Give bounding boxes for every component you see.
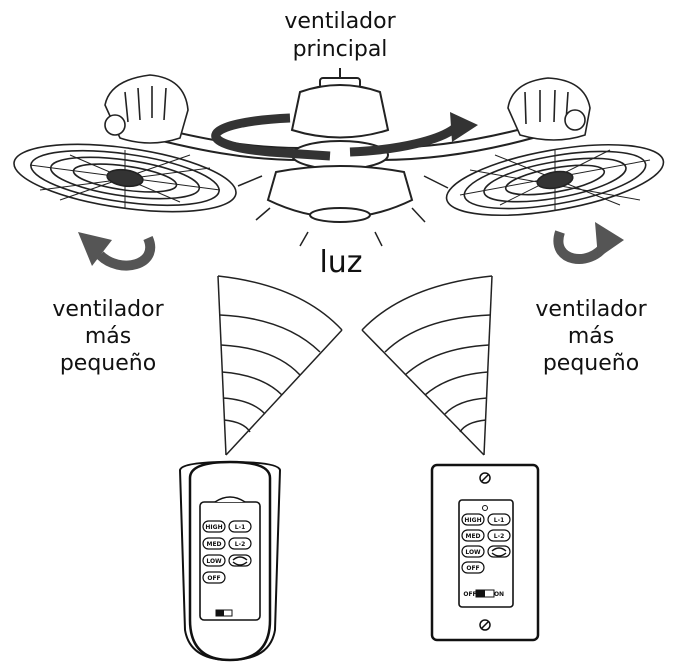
right-fan-label-line3: pequeño [543, 351, 639, 376]
switch-off-label: OFF [463, 591, 476, 598]
wall-button-reverse[interactable] [487, 545, 511, 558]
remote-button-reverse[interactable] [228, 554, 252, 567]
wall-button-l1[interactable]: L-1 [487, 513, 511, 526]
wall-button-off[interactable]: OFF [461, 561, 485, 574]
wall-button-high-label: HIGH [464, 517, 481, 524]
wall-button-med[interactable]: MED [461, 529, 485, 542]
wall-control: HIGH L-1 MED L-2 LOW OFF OFF [430, 463, 540, 642]
wall-button-high[interactable]: HIGH [461, 513, 485, 526]
right-fan-label-line1: ventilador [535, 297, 647, 322]
remote-button-off[interactable]: OFF [202, 571, 226, 584]
reverse-icon [491, 547, 507, 557]
wall-button-off-label: OFF [466, 565, 479, 572]
right-fan-label-line2: más [568, 324, 614, 349]
wall-power-switch[interactable]: OFF ON [463, 589, 504, 598]
remote-button-l1-label: L-1 [235, 524, 246, 531]
remote-button-low-label: LOW [206, 558, 222, 565]
main-rotation-arrow [211, 112, 478, 161]
left-rotation-arrow [78, 232, 156, 271]
remote-button-l2-label: L-2 [235, 541, 246, 548]
left-fan-label-line2: más [85, 324, 131, 349]
right-small-fan [445, 77, 665, 216]
remote-button-high[interactable]: HIGH [202, 520, 226, 533]
right-signal-waves [361, 275, 493, 456]
left-fan-label-line1: ventilador [52, 297, 164, 322]
main-fan [266, 68, 414, 223]
left-signal-waves [217, 275, 343, 456]
remote-button-l2[interactable]: L-2 [228, 537, 252, 550]
wall-button-l2[interactable]: L-2 [487, 529, 511, 542]
left-small-fan [13, 74, 237, 213]
left-fan-label-line3: pequeño [60, 351, 156, 376]
wall-button-med-label: MED [465, 533, 480, 540]
reverse-icon [232, 556, 248, 566]
wall-button-l2-label: L-2 [494, 533, 505, 540]
remote-button-high-label: HIGH [205, 524, 222, 531]
switch-on-label: ON [494, 591, 504, 598]
main-fan-label-line1: ventilador [284, 9, 396, 34]
light-label: luz [319, 245, 362, 280]
main-fan-label-line2: principal [293, 37, 388, 62]
remote-button-low[interactable]: LOW [202, 554, 226, 567]
remote-button-l1[interactable]: L-1 [228, 520, 252, 533]
handheld-remote: HIGH L-1 MED L-2 LOW OFF [178, 460, 282, 662]
remote-button-off-label: OFF [207, 575, 220, 582]
wall-button-low-label: LOW [465, 549, 481, 556]
remote-button-med-label: MED [206, 541, 221, 548]
remote-button-med[interactable]: MED [202, 537, 226, 550]
light-rays [237, 175, 449, 247]
right-rotation-arrow [553, 222, 624, 264]
wall-button-low[interactable]: LOW [461, 545, 485, 558]
wall-button-l1-label: L-1 [494, 517, 505, 524]
